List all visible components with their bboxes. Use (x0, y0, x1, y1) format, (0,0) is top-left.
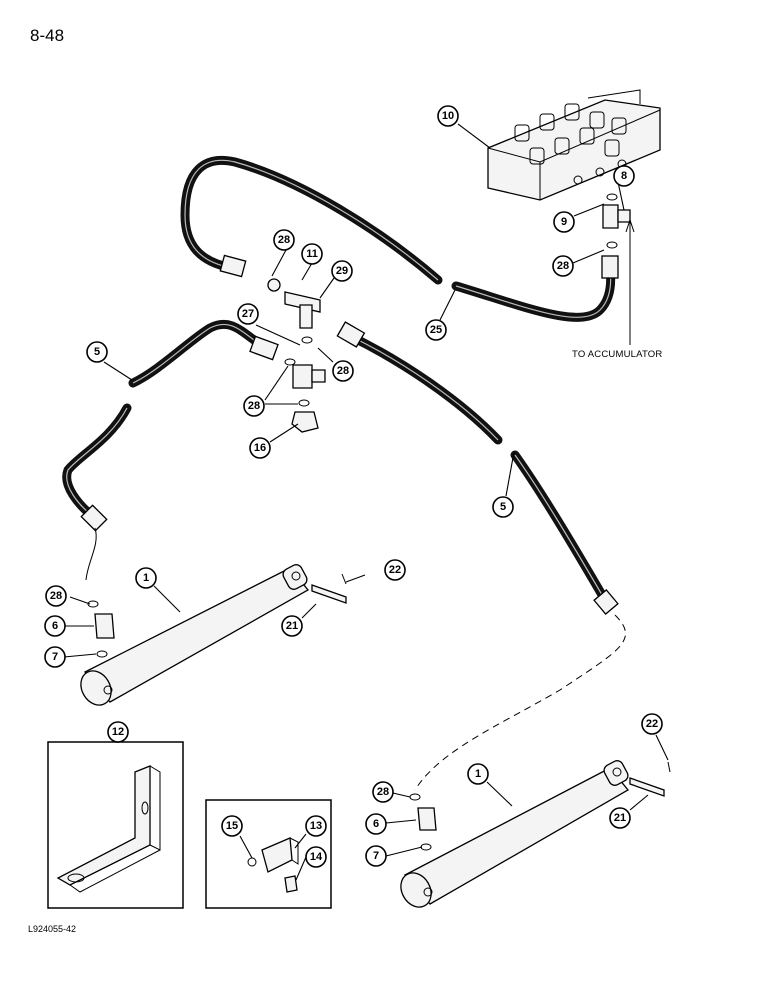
cylinder-right (400, 760, 671, 908)
to-accumulator-note: TO ACCUMULATOR (572, 349, 663, 360)
callout-21: 21 (609, 807, 631, 829)
callout-14: 14 (305, 846, 327, 868)
callout-12: 12 (107, 721, 129, 743)
callouts: 10 8 9 28 28 11 29 27 28 5 25 28 16 5 1 … (44, 105, 663, 868)
hose-group (62, 155, 635, 791)
svg-text:28: 28 (377, 786, 389, 798)
svg-text:28: 28 (50, 590, 62, 602)
callout-6: 6 (365, 813, 387, 835)
page-number: 8-48 (30, 26, 65, 45)
svg-text:11: 11 (306, 248, 318, 260)
svg-text:13: 13 (310, 820, 322, 832)
callout-15: 15 (221, 815, 243, 837)
svg-text:6: 6 (52, 620, 58, 632)
leader-lines (63, 123, 669, 881)
svg-text:10: 10 (442, 110, 454, 122)
callout-5: 5 (492, 496, 514, 518)
svg-text:28: 28 (248, 400, 260, 412)
valve-block (487, 89, 661, 201)
callout-27: 27 (237, 303, 259, 325)
svg-text:1: 1 (143, 572, 149, 584)
callout-13: 13 (305, 815, 327, 837)
svg-text:28: 28 (278, 234, 290, 246)
callout-22: 22 (384, 559, 406, 581)
callout-7: 7 (365, 845, 387, 867)
callout-28: 28 (552, 255, 574, 277)
callout-28: 28 (45, 585, 67, 607)
callout-28: 28 (243, 395, 265, 417)
svg-text:8: 8 (621, 170, 627, 182)
svg-text:22: 22 (389, 564, 401, 576)
svg-text:16: 16 (254, 442, 266, 454)
svg-text:27: 27 (242, 308, 254, 320)
callout-6: 6 (44, 615, 66, 637)
svg-text:1: 1 (475, 768, 481, 780)
callout-16: 16 (249, 437, 271, 459)
svg-text:25: 25 (430, 324, 442, 336)
callout-1: 1 (135, 567, 157, 589)
svg-text:29: 29 (336, 265, 348, 277)
svg-text:28: 28 (557, 260, 569, 272)
svg-text:5: 5 (500, 501, 506, 513)
callout-29: 29 (331, 260, 353, 282)
svg-text:21: 21 (614, 812, 626, 824)
svg-text:28: 28 (337, 365, 349, 377)
callout-9: 9 (553, 211, 575, 233)
svg-text:6: 6 (373, 818, 379, 830)
svg-text:7: 7 (52, 651, 58, 663)
svg-text:12: 12 (112, 726, 124, 738)
callout-1: 1 (467, 763, 489, 785)
figure-code: L924055-42 (28, 924, 77, 934)
callout-5: 5 (86, 341, 108, 363)
callout-28: 28 (332, 360, 354, 382)
svg-text:14: 14 (310, 851, 323, 863)
svg-text:21: 21 (286, 620, 298, 632)
svg-text:7: 7 (373, 850, 379, 862)
svg-text:15: 15 (226, 820, 238, 832)
valve-tee-fitting (602, 193, 631, 249)
callout-28: 28 (273, 229, 295, 251)
callout-10: 10 (437, 105, 459, 127)
callout-28: 28 (372, 781, 394, 803)
center-fittings (267, 278, 326, 433)
callout-25: 25 (425, 319, 447, 341)
callout-21: 21 (281, 615, 303, 637)
callout-7: 7 (44, 646, 66, 668)
callout-8: 8 (613, 165, 635, 187)
svg-text:9: 9 (561, 216, 567, 228)
svg-text:22: 22 (646, 718, 658, 730)
bracket-box (47, 741, 184, 909)
svg-text:5: 5 (94, 346, 100, 358)
callout-22: 22 (641, 713, 663, 735)
callout-11: 11 (301, 243, 323, 265)
cylinder-left (80, 564, 347, 706)
